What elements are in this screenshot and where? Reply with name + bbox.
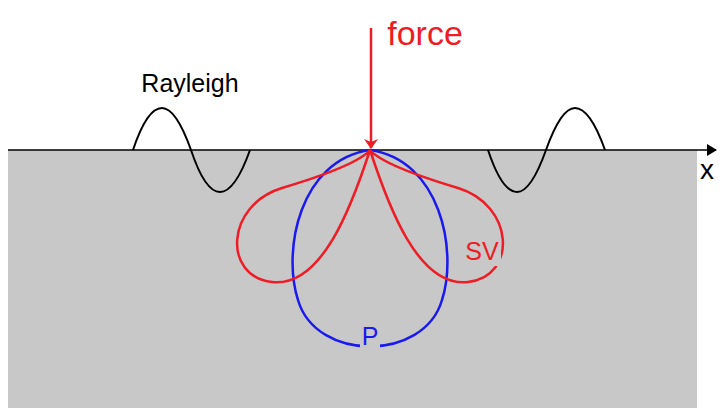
axis-label: x bbox=[698, 155, 716, 186]
wave-label: P bbox=[360, 323, 381, 351]
sv-lobe-left bbox=[237, 150, 370, 282]
p-lobe bbox=[293, 150, 448, 347]
force-label: force bbox=[385, 15, 465, 52]
rayleigh-wave-right bbox=[488, 108, 605, 192]
wave-label: Rayleigh bbox=[139, 70, 240, 98]
sv-lobe-right bbox=[370, 150, 503, 282]
force-arrow bbox=[370, 28, 373, 148]
half-space bbox=[8, 150, 697, 408]
rayleigh-wave-left bbox=[133, 108, 250, 192]
wave-label: SV bbox=[463, 238, 500, 266]
